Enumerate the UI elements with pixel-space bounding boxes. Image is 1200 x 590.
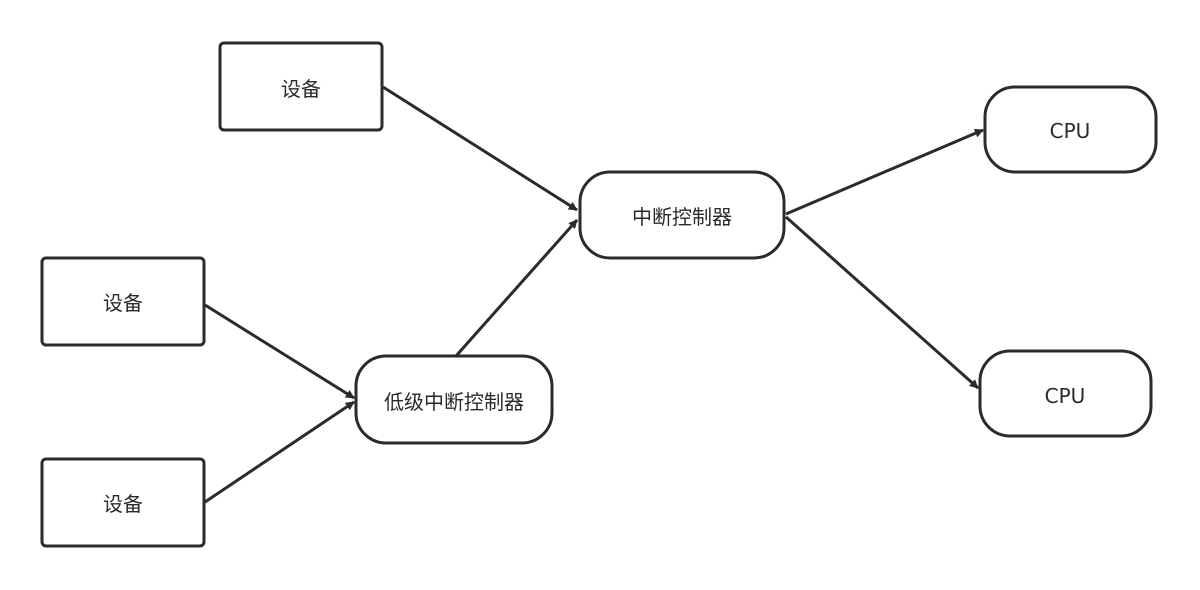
cpu-bottom-box <box>978 349 1153 438</box>
node-low-level-controller[interactable]: 低级中断控制器 <box>354 354 554 445</box>
edge-device-top-to-interrupt-controller <box>382 85 578 212</box>
edge-device-mid-to-low-level-controller <box>204 303 355 400</box>
edge-interrupt-controller-to-cpu-top <box>785 128 984 216</box>
device-top-box <box>218 41 384 132</box>
edge-interrupt-controller-to-cpu-bottom <box>785 215 979 390</box>
node-device-top[interactable]: 设备 <box>218 41 384 132</box>
edge-low-level-controller-to-interrupt-controller <box>454 219 579 357</box>
edges-layer <box>204 85 984 504</box>
edge-device-bottom-to-low-level-controller <box>204 400 355 504</box>
low-level-controller-label: 低级中断控制器 <box>384 390 524 414</box>
cpu-bottom-label: CPU <box>1045 384 1086 408</box>
node-cpu-bottom[interactable]: CPU <box>978 349 1153 438</box>
device-top-label: 设备 <box>281 77 321 101</box>
interrupt-controller-box <box>578 170 786 260</box>
interrupt-controller-label: 中断控制器 <box>632 205 732 229</box>
node-device-mid[interactable]: 设备 <box>40 256 206 347</box>
device-bottom-box <box>40 457 206 548</box>
device-mid-box <box>40 256 206 347</box>
nodes-layer: 设备 设备 设备 低级中断控制器 中断控制器 CPU CPU <box>40 41 1158 548</box>
node-interrupt-controller[interactable]: 中断控制器 <box>578 170 786 260</box>
cpu-top-box <box>983 85 1158 174</box>
node-cpu-top[interactable]: CPU <box>983 85 1158 174</box>
device-mid-label: 设备 <box>103 291 143 315</box>
device-bottom-label: 设备 <box>103 492 143 516</box>
low-level-controller-box <box>354 354 554 445</box>
node-device-bottom[interactable]: 设备 <box>40 457 206 548</box>
cpu-top-label: CPU <box>1050 119 1091 143</box>
